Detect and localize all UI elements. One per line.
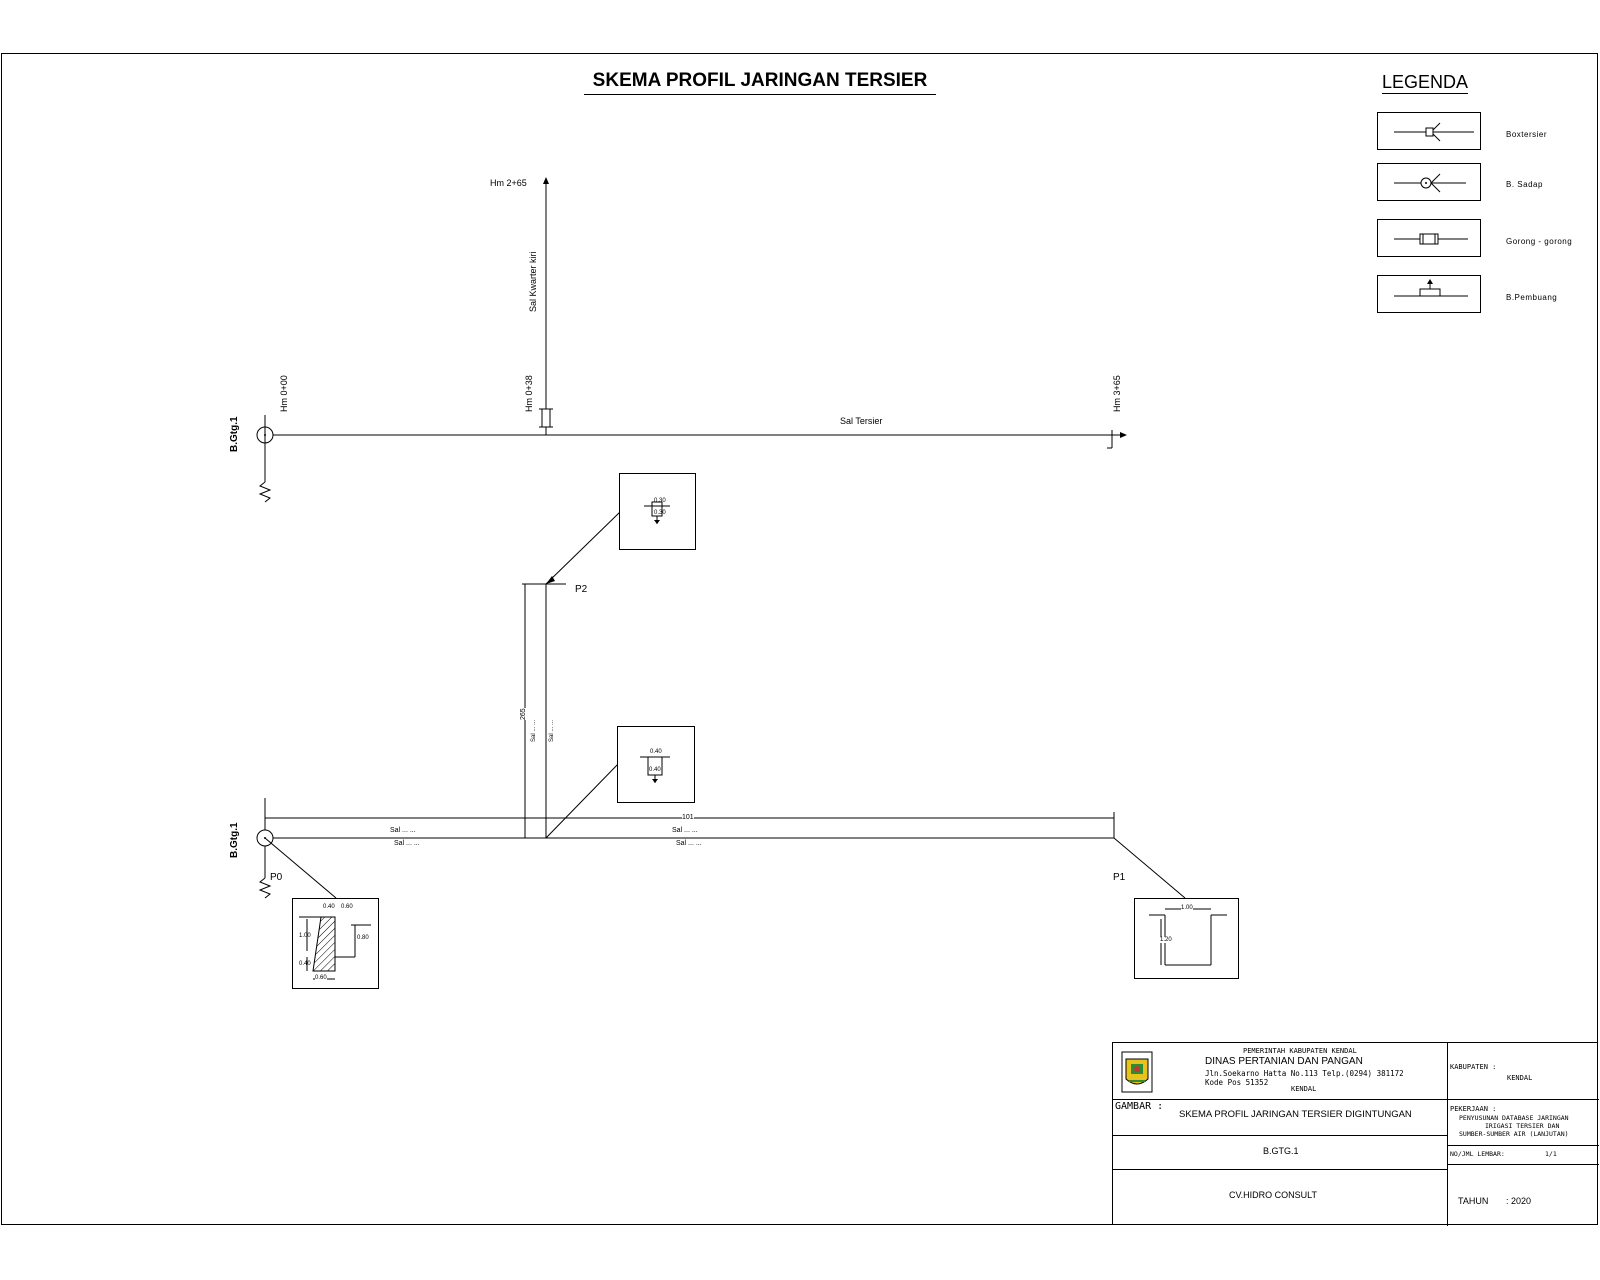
branch-label-a: Sal ... ... <box>531 719 537 742</box>
hm-top-label: Hm 2+65 <box>490 178 527 188</box>
tb-tahun-value: : 2020 <box>1506 1196 1532 1206</box>
leader-p1 <box>1113 837 1186 899</box>
leader-mid <box>545 761 621 839</box>
det-p2-w: 0.30 <box>654 498 666 504</box>
det-p0-base: 0.40 <box>299 961 311 967</box>
leader-p2 <box>545 511 621 585</box>
hm-branch-label: Hm 0+38 <box>524 375 534 412</box>
seg-right-bottom: Sal ... ... <box>676 840 702 847</box>
branch-label-b: Sal ... ... <box>549 719 555 742</box>
p1-label: P1 <box>1113 872 1126 883</box>
legend-label-sadap: B. Sadap <box>1506 180 1543 189</box>
p0-label: P0 <box>270 872 283 883</box>
hm-start-label: Hm 0+00 <box>279 375 289 412</box>
tb-address: Jln.Soekarno Hatta No.113 Telp.(0294) 38… <box>1205 1069 1404 1078</box>
bangunan-pembuang-icon <box>1394 279 1468 297</box>
legend-box-culvert <box>1377 219 1481 257</box>
legend-label-tersier: Boxtersier <box>1506 130 1548 139</box>
detail-mid: 0.40 0.40 <box>617 726 695 803</box>
det-p0-w-bottom: 0.60 <box>315 975 327 981</box>
tb-gambar-label: GAMBAR : <box>1115 1101 1164 1112</box>
tb-tahun-label: TAHUN <box>1458 1196 1489 1206</box>
kendal-logo-icon <box>1121 1051 1153 1093</box>
tb-pekerjaan-3: SUMBER-SUMBER AIR (LANJUTAN) <box>1459 1130 1569 1138</box>
legend-title: LEGENDA <box>1382 72 1469 94</box>
tb-lembar-label: NO/JML LEMBAR: <box>1450 1150 1505 1158</box>
det-mid-h: 0.40 <box>649 767 661 773</box>
drawing-frame <box>1 53 1598 1225</box>
legend-label-pembuang: B.Pembuang <box>1506 293 1558 302</box>
tb-pekerjaan-2: IRIGASI TERSIER DAN <box>1485 1122 1560 1130</box>
branch-length-label: 265 <box>520 708 527 720</box>
node-label-bottom: B.Gtg.1 <box>229 822 240 858</box>
leader-p0 <box>264 837 337 899</box>
p2-label: P2 <box>575 584 588 595</box>
section-p2-icon <box>644 501 670 524</box>
det-p0-w-top: 0.40 <box>323 904 335 910</box>
legend-box-sadap <box>1377 163 1481 201</box>
legend-box-tersier <box>1377 112 1481 150</box>
tb-pekerjaan-label: PEKERJAAN : <box>1450 1105 1497 1113</box>
kendal-logo <box>1121 1051 1153 1093</box>
tb-code: B.GTG.1 <box>1263 1146 1299 1156</box>
quarter-channel-label: Sal Kwarter kiri <box>528 251 538 312</box>
hm-end-label: Hm 3+65 <box>1112 375 1122 412</box>
detail-p2: 0.30 0.30 <box>619 473 696 550</box>
seg-left-bottom: Sal ... ... <box>394 840 420 847</box>
tb-gov: PEMERINTAH KABUPATEN KENDAL <box>1243 1047 1357 1055</box>
det-p0-h2: 0.80 <box>357 935 369 941</box>
det-p1-w: 1.00 <box>1181 905 1193 911</box>
tertiary-arrow <box>1120 432 1127 438</box>
title-block: PEMERINTAH KABUPATEN KENDAL DINAS PERTAN… <box>1112 1042 1599 1226</box>
culvert-icon <box>1394 233 1468 245</box>
det-p2-h: 0.30 <box>654 510 666 516</box>
tb-consultant: CV.HIDRO CONSULT <box>1229 1190 1318 1200</box>
tb-pekerjaan-1: PENYUSUNAN DATABASE JARINGAN <box>1459 1114 1569 1122</box>
det-mid-w: 0.40 <box>650 749 662 755</box>
det-p0-h: 1.00 <box>299 933 311 939</box>
main-length-label: 101 <box>682 814 694 821</box>
tb-dept: DINAS PERTANIAN DAN PANGAN <box>1205 1056 1363 1067</box>
legend-label-culvert: Gorong - gorong <box>1506 237 1573 246</box>
drain-zigzag-bottom <box>258 877 272 899</box>
section-p1-icon <box>1149 908 1227 966</box>
tb-lembar-value: 1/1 <box>1545 1150 1557 1158</box>
tb-kab-label: KABUPATEN : <box>1450 1063 1497 1071</box>
detail-p1: 1.00 1.20 <box>1134 898 1239 979</box>
culvert-symbol <box>541 408 551 428</box>
seg-right-top: Sal ... ... <box>672 827 698 834</box>
tb-postal: Kode Pos 51352 <box>1205 1078 1269 1087</box>
tb-gambar-value: SKEMA PROFIL JARINGAN TERSIER DIGINTUNGA… <box>1179 1109 1412 1120</box>
legend-box-pembuang <box>1377 275 1481 313</box>
det-p1-h: 1.20 <box>1160 937 1172 943</box>
page-title: SKEMA PROFIL JARINGAN TERSIER <box>584 70 936 95</box>
tb-city: KENDAL <box>1291 1085 1317 1093</box>
node-label-top: B.Gtg.1 <box>229 416 240 452</box>
bangunan-sadap-icon <box>1394 173 1466 193</box>
drain-zigzag-top <box>258 481 272 503</box>
tertiary-channel-label: Sal Tersier <box>840 416 883 426</box>
tb-kab-value: KENDAL <box>1507 1074 1533 1082</box>
box-tersier-icon <box>1394 122 1474 142</box>
section-p0-icon <box>299 916 371 980</box>
seg-left-top: Sal ... ... <box>390 827 416 834</box>
section-mid-icon <box>640 756 670 783</box>
det-p0-w-top2: 0.60 <box>341 904 353 910</box>
detail-p0: 0.40 0.60 1.00 0.80 0.40 0.60 <box>292 898 379 989</box>
